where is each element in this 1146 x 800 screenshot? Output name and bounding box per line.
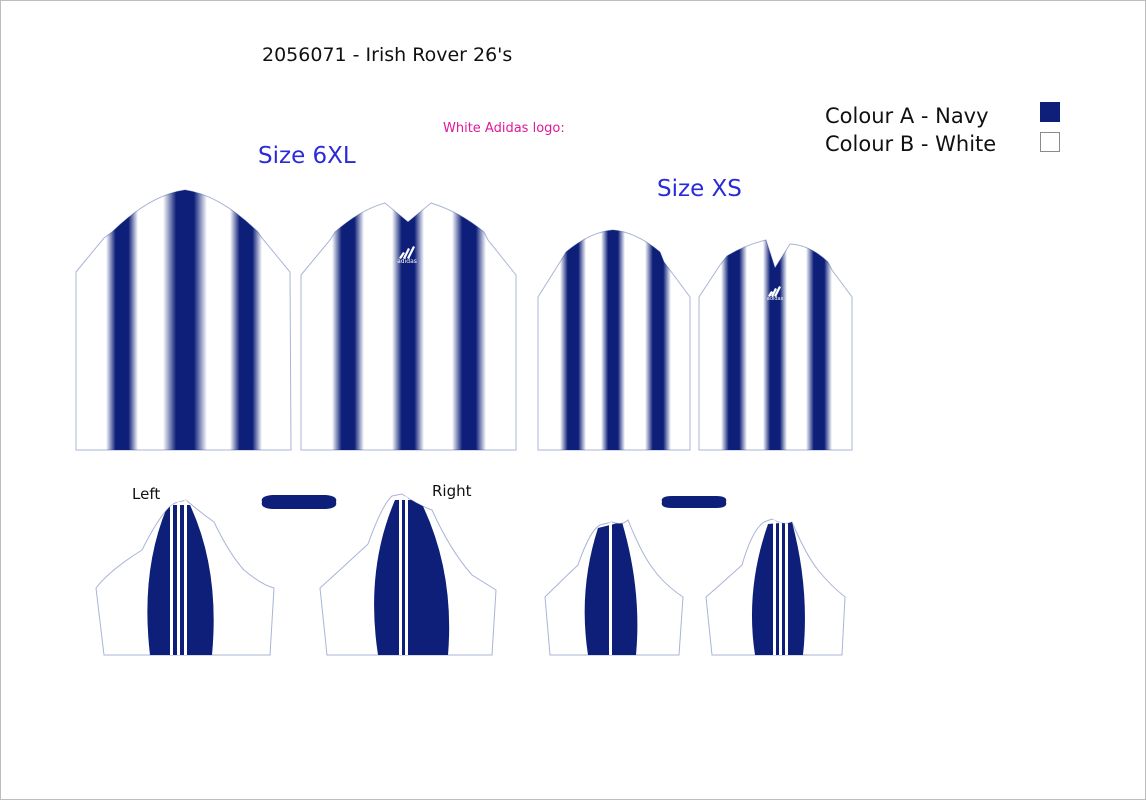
collar-xs (661, 496, 727, 508)
logo-note: White Adidas logo: (443, 121, 565, 136)
size-label-6xl: Size 6XL (258, 143, 356, 169)
adidas-wordmark-xs: adidas (767, 296, 784, 302)
sleeve-6xl-left (95, 499, 275, 656)
size-label-xs: Size XS (657, 176, 742, 202)
adidas-logo-6xl: adidas (397, 246, 417, 265)
swatch-navy (1040, 102, 1060, 122)
sleeve-xs-left (544, 519, 684, 656)
legend-colour-a: Colour A - Navy (825, 104, 989, 128)
legend-colour-b: Colour B - White (825, 132, 997, 156)
sleeve-xs-right (705, 518, 846, 656)
piece-6xl-front: adidas (300, 202, 517, 451)
piece-xs-front: adidas (698, 239, 853, 451)
collar-6xl (261, 495, 337, 509)
piece-xs-back (537, 229, 691, 451)
piece-6xl-back (75, 189, 292, 451)
sleeve-label-right: Right (432, 482, 472, 500)
adidas-wordmark-6xl: adidas (397, 258, 417, 265)
swatch-white (1040, 132, 1060, 152)
sleeve-6xl-right (319, 493, 497, 656)
sleeve-label-left: Left (132, 485, 161, 503)
adidas-logo-xs: adidas (767, 286, 784, 302)
pattern-title: 2056071 - Irish Rover 26's (262, 44, 513, 66)
